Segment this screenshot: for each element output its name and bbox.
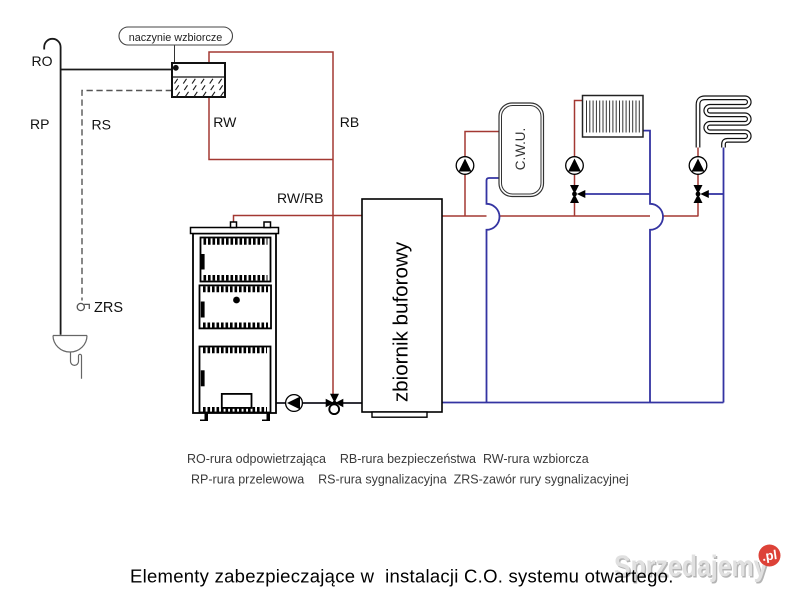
svg-text:Sprzedajemy: Sprzedajemy bbox=[614, 549, 768, 583]
svg-text:RB: RB bbox=[340, 114, 359, 130]
svg-text:naczynie wzbiorcze: naczynie wzbiorcze bbox=[129, 32, 223, 44]
svg-text:RO: RO bbox=[32, 53, 53, 69]
svg-text:RP: RP bbox=[30, 116, 49, 132]
svg-text:RP-rura przelewowa RS-rura: RP-rura przelewowa RS-rura sygnalizacyjn… bbox=[191, 473, 629, 487]
svg-text:RW/RB: RW/RB bbox=[277, 190, 323, 206]
svg-text:.pl: .pl bbox=[761, 547, 778, 564]
svg-text:RO-rura odpowietrzająca RB-: RO-rura odpowietrzająca RB-rura bezpiecz… bbox=[187, 452, 589, 466]
svg-text:C.W.U.: C.W.U. bbox=[513, 128, 528, 170]
svg-text:Elementy zabezpieczające w in: Elementy zabezpieczające w instalacji C.… bbox=[130, 566, 674, 587]
svg-text:zbiornik buforowy: zbiornik buforowy bbox=[390, 241, 413, 402]
svg-text:RW: RW bbox=[213, 114, 237, 130]
svg-text:ZRS: ZRS bbox=[94, 300, 123, 316]
svg-text:RS: RS bbox=[92, 117, 111, 133]
